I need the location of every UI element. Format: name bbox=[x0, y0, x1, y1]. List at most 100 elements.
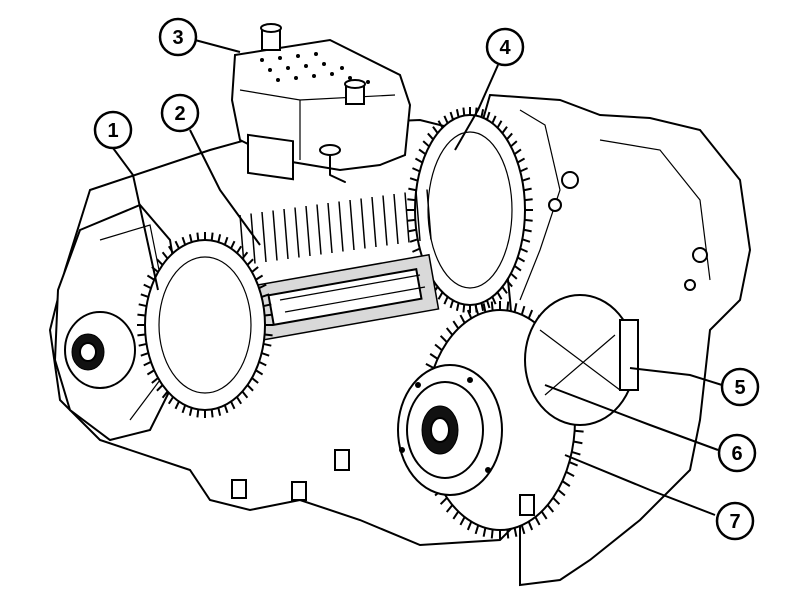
gear-tooth bbox=[486, 300, 491, 309]
gear-tooth bbox=[491, 296, 497, 305]
gear-tooth bbox=[230, 240, 236, 249]
gear-tooth bbox=[255, 369, 264, 376]
gear-tooth bbox=[462, 304, 466, 313]
gear-tooth bbox=[143, 360, 152, 367]
gear-tooth bbox=[255, 274, 264, 281]
gear-stack-line bbox=[426, 189, 432, 240]
gear-tooth bbox=[445, 327, 454, 336]
gear-tooth bbox=[546, 504, 555, 513]
gear-tooth bbox=[521, 238, 531, 243]
gear-stack-line bbox=[294, 207, 300, 258]
gear-tooth bbox=[437, 120, 444, 129]
gear-tooth bbox=[513, 148, 522, 155]
gear-tooth bbox=[565, 470, 575, 477]
gear-tooth bbox=[412, 167, 421, 173]
gear-tooth bbox=[261, 293, 270, 298]
gear-tooth bbox=[452, 510, 460, 520]
base-fasteners bbox=[231, 449, 535, 516]
leader-4 bbox=[454, 64, 499, 151]
leader-6 bbox=[544, 384, 719, 451]
gear-tooth bbox=[474, 524, 480, 535]
gear-tooth bbox=[258, 283, 267, 290]
gear-tooth bbox=[445, 504, 454, 513]
gear-tooth bbox=[174, 240, 180, 249]
callout-4: 4 bbox=[485, 27, 525, 67]
gear-tooth bbox=[524, 218, 533, 222]
control-unit-part-3 bbox=[230, 23, 412, 183]
gear-tooth bbox=[146, 274, 155, 281]
gear-stack-line bbox=[283, 208, 289, 260]
gear-tooth bbox=[513, 265, 522, 272]
gear-tooth bbox=[434, 343, 443, 351]
gear-tooth bbox=[236, 245, 243, 254]
gear-tooth bbox=[506, 279, 513, 288]
gear-stack-line bbox=[305, 205, 311, 257]
gear-tooth bbox=[521, 177, 531, 182]
gear-tooth bbox=[519, 247, 528, 253]
callout-label-3: 3 bbox=[172, 27, 183, 49]
gear-tooth bbox=[455, 302, 460, 311]
gear-tooth bbox=[519, 167, 528, 173]
callout-leaders bbox=[112, 39, 723, 516]
gear-tooth bbox=[520, 524, 526, 535]
gear-tooth bbox=[437, 291, 444, 300]
leader-2 bbox=[189, 129, 261, 246]
gear-tooth bbox=[258, 360, 267, 367]
gear-tooth bbox=[217, 407, 222, 416]
gear-tooth bbox=[496, 120, 503, 129]
gear-tooth bbox=[523, 228, 532, 233]
gear-tooth bbox=[167, 245, 174, 254]
gear-tooth bbox=[407, 198, 416, 202]
gear-tooth bbox=[188, 407, 193, 416]
gear-tooth bbox=[246, 258, 254, 266]
callout-label-4: 4 bbox=[499, 37, 511, 59]
callout-7: 7 bbox=[715, 501, 755, 541]
gear-tooth bbox=[552, 497, 561, 505]
gear-tooth bbox=[427, 132, 434, 141]
gear-tooth bbox=[230, 401, 236, 410]
callout-2: 2 bbox=[160, 93, 200, 133]
callout-5: 5 bbox=[720, 367, 760, 407]
front-drive-gear bbox=[64, 232, 273, 418]
gear-tooth bbox=[223, 236, 229, 246]
gear-tooth bbox=[408, 228, 417, 233]
gear-tooth bbox=[527, 521, 534, 531]
gear-tooth bbox=[261, 352, 270, 357]
leader-7 bbox=[564, 454, 716, 516]
gear-tooth bbox=[161, 251, 169, 260]
gear-stack-line bbox=[393, 193, 399, 245]
gear-tooth bbox=[140, 352, 149, 357]
gear-tooth bbox=[181, 236, 187, 246]
gear-tooth bbox=[561, 480, 571, 487]
gear-tooth bbox=[449, 111, 454, 120]
gear-tooth bbox=[574, 429, 584, 433]
gear-tooth bbox=[506, 132, 513, 141]
gear-tooth bbox=[466, 309, 473, 319]
gear-tooth bbox=[490, 529, 494, 539]
gear-tooth bbox=[156, 384, 164, 392]
gear-tooth bbox=[223, 404, 229, 414]
gear-stack-line bbox=[272, 210, 278, 261]
gear-train bbox=[239, 189, 440, 342]
gear-stack-line bbox=[349, 199, 355, 251]
gear-tooth bbox=[490, 301, 494, 311]
gear-tooth bbox=[407, 218, 416, 222]
gear-tooth bbox=[210, 409, 214, 418]
gear-tooth bbox=[210, 232, 214, 241]
gear-tooth bbox=[137, 333, 146, 337]
gear-tooth bbox=[174, 401, 180, 410]
gear-tooth bbox=[482, 303, 487, 313]
gear-tooth bbox=[474, 305, 480, 316]
gear-tooth bbox=[466, 521, 473, 531]
gear-tooth bbox=[246, 384, 254, 392]
gear-tooth bbox=[143, 283, 152, 290]
gear-tooth bbox=[181, 404, 187, 414]
gear-tooth bbox=[491, 115, 497, 124]
gear-tooth bbox=[196, 232, 200, 241]
gear-tooth bbox=[167, 396, 174, 405]
gear-tooth bbox=[513, 527, 518, 537]
gear-stack-line bbox=[382, 195, 388, 246]
gear-tooth bbox=[414, 157, 423, 164]
gear-tooth bbox=[241, 251, 249, 260]
